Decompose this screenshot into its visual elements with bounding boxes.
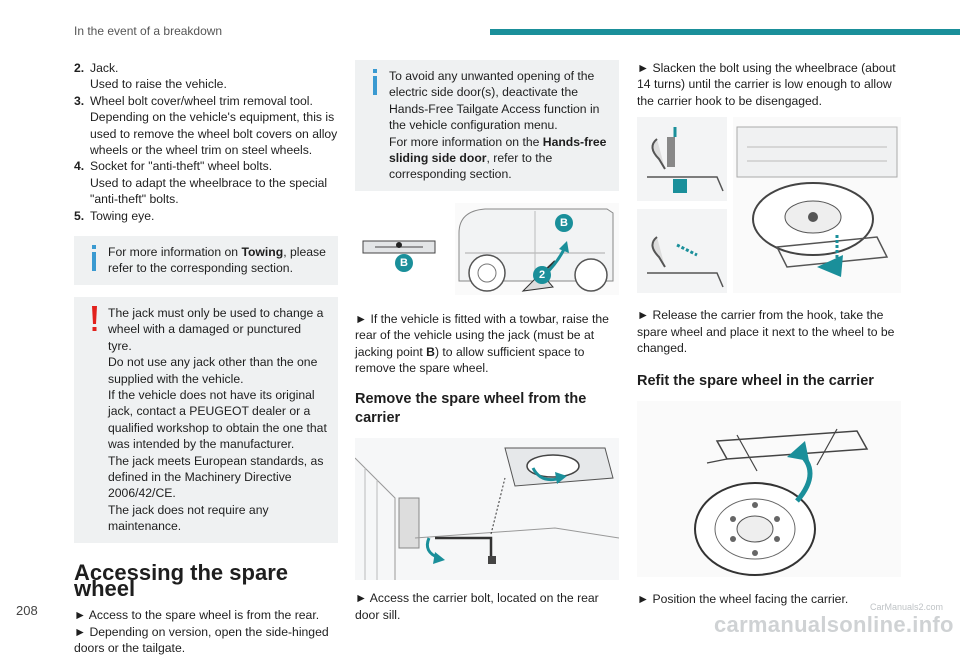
- subsection-title: Refit the spare wheel in the carrier: [637, 373, 874, 390]
- header-title: In the event of a breakdown: [74, 24, 223, 38]
- fig-label-b-left: B: [395, 254, 413, 272]
- carrier-bolt-illustration: [355, 438, 619, 581]
- page-number: 208: [16, 603, 38, 618]
- column-2: To avoid any unwanted opening of the ele…: [355, 60, 619, 629]
- item-text: Towing eye.: [90, 208, 155, 223]
- info-icon: [92, 245, 96, 272]
- list-item: 5. Towing eye.: [74, 208, 338, 224]
- item-number: 5.: [74, 208, 85, 223]
- step-text: ► Slacken the bolt using the wheelbrace …: [637, 61, 896, 108]
- item-text: Wheel bolt cover/wheel trim removal tool…: [90, 93, 313, 108]
- watermark: carmanualsonline.info: [714, 612, 954, 637]
- list-item: 2. Jack. Used to raise the vehicle.: [74, 60, 338, 93]
- warning-exclamation-icon: [92, 305, 97, 331]
- jacking-point-illustration: [362, 202, 619, 295]
- step-text: ► Access to the spare wheel is from the …: [74, 608, 320, 623]
- step-text: ► Position the wheel facing the carrier.: [637, 592, 849, 607]
- section-title: Accessing the spare wheel: [74, 559, 288, 601]
- watermark-small: CarManuals2.com: [870, 602, 944, 612]
- subsection-title: Remove the spare wheel from the carrier: [355, 391, 587, 427]
- item-text: Used to raise the vehicle.: [90, 77, 227, 92]
- info-note-text: To avoid any unwanted opening of the ele…: [389, 69, 607, 182]
- item-number: 4.: [74, 159, 85, 174]
- item-number: 2.: [74, 61, 85, 75]
- list-item: 3. Wheel bolt cover/wheel trim removal t…: [74, 93, 338, 159]
- step-text: ► Release the carrier from the hook, tak…: [637, 308, 895, 356]
- refit-wheel-illustration: [637, 401, 901, 578]
- fig-label-b-right: B: [555, 214, 573, 232]
- header-accent-bar: [490, 29, 960, 35]
- item-text: Socket for "anti-theft" wheel bolts.: [90, 159, 273, 174]
- info-note-towing: For more information on Towing, please r…: [74, 236, 338, 285]
- warning-note: The jack must only be used to change a w…: [74, 296, 338, 543]
- warning-text: The jack must only be used to change a w…: [108, 305, 327, 534]
- slacken-bolt-illustration: [637, 117, 901, 294]
- step-text: ► Access the carrier bolt, located on th…: [355, 591, 599, 622]
- step-text: ► Depending on version, open the side-hi…: [74, 624, 329, 656]
- column-1: 2. Jack. Used to raise the vehicle. 3. Wh…: [74, 60, 338, 663]
- info-icon: [373, 69, 377, 95]
- info-note-text: For more information on Towing, please r…: [108, 245, 326, 276]
- towbar-step: ► If the vehicle is fitted with a towbar…: [355, 311, 609, 376]
- item-text: Jack.: [90, 61, 119, 75]
- item-text: Used to adapt the wheelbrace to the spec…: [90, 175, 328, 207]
- list-item: 4. Socket for "anti-theft" wheel bolts.U…: [74, 158, 338, 207]
- info-note-side-door: To avoid any unwanted opening of the ele…: [355, 60, 619, 191]
- column-3: ► Slacken the bolt using the wheelbrace …: [637, 60, 901, 614]
- fig-label-2: 2: [533, 266, 551, 284]
- item-number: 3.: [74, 93, 85, 108]
- item-text: Depending on the vehicle's equipment, th…: [90, 110, 338, 158]
